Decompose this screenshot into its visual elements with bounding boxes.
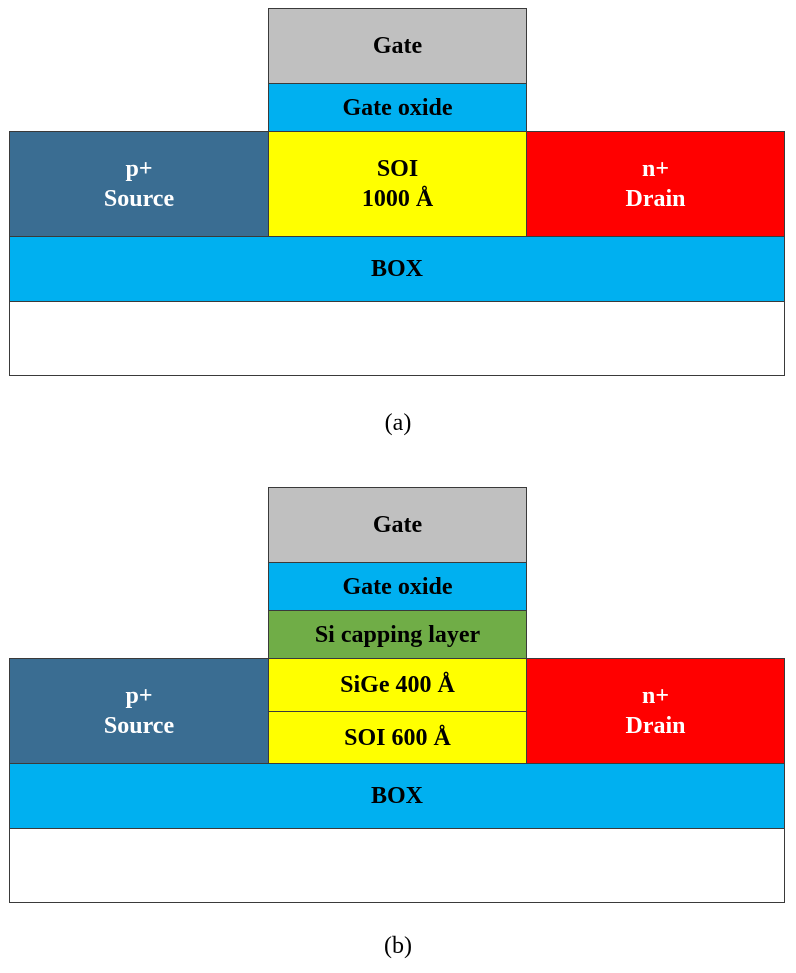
- gate-oxide-block: Gate oxide: [268, 562, 527, 611]
- box-label: BOX: [370, 783, 423, 809]
- source-type-label: p+: [125, 156, 153, 182]
- source-type-label: p+: [125, 683, 153, 709]
- source-label: Source: [103, 186, 175, 212]
- gate-block: Gate: [268, 487, 527, 563]
- soi-block: SOI 1000 Å: [268, 131, 527, 237]
- gate-label: Gate: [372, 512, 423, 538]
- drain-block: n+ Drain: [526, 658, 785, 764]
- drain-label: Drain: [625, 186, 686, 212]
- gate-label: Gate: [372, 33, 423, 59]
- sige-block: SiGe 400 Å: [268, 658, 527, 712]
- soi-label: SOI 600 Å: [344, 724, 451, 751]
- gate-oxide-block: Gate oxide: [268, 83, 527, 132]
- drain-type-label: n+: [641, 683, 670, 709]
- soi-thickness-label: 1000 Å: [361, 186, 434, 212]
- gate-block: Gate: [268, 8, 527, 84]
- gate-oxide-label: Gate oxide: [342, 573, 453, 600]
- soi-block: SOI 600 Å: [268, 711, 527, 764]
- si-capping-block: Si capping layer: [268, 610, 527, 659]
- sige-label: SiGe 400 Å: [340, 672, 455, 698]
- drain-type-label: n+: [641, 156, 670, 182]
- drain-label: Drain: [625, 713, 686, 739]
- box-layer: BOX: [9, 236, 785, 302]
- soi-label: SOI: [376, 156, 419, 182]
- source-block: p+ Source: [9, 131, 269, 237]
- box-label: BOX: [370, 256, 423, 282]
- caption-b: (b): [384, 933, 412, 959]
- source-label: Source: [103, 713, 175, 739]
- substrate-block: [9, 301, 785, 376]
- substrate-block: [9, 828, 785, 903]
- caption-a: (a): [384, 410, 412, 436]
- box-layer: BOX: [9, 763, 785, 829]
- gate-oxide-label: Gate oxide: [342, 94, 453, 121]
- si-capping-label: Si capping layer: [314, 621, 481, 648]
- drain-block: n+ Drain: [526, 131, 785, 237]
- source-block: p+ Source: [9, 658, 269, 764]
